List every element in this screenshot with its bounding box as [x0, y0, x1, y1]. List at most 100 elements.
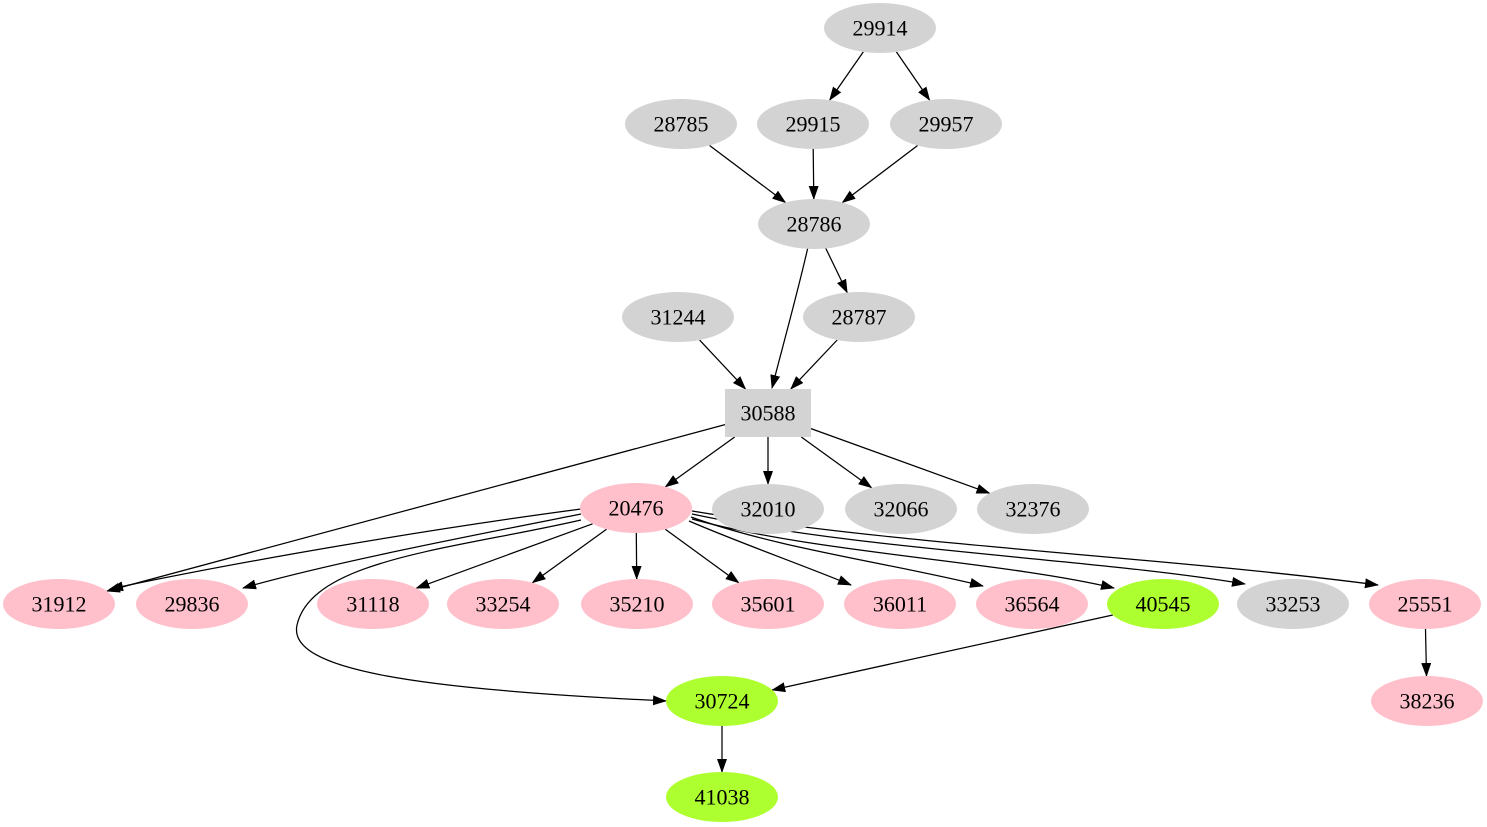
node-shape-ellipse — [844, 579, 956, 629]
graph-node-38236: 38236 — [1371, 676, 1483, 726]
node-shape-ellipse — [1237, 579, 1349, 629]
node-shape-ellipse — [803, 292, 915, 342]
node-label: 31244 — [651, 305, 706, 330]
graph-node-29915: 29915 — [757, 99, 869, 149]
graph-node-29836: 29836 — [136, 579, 248, 629]
node-shape-ellipse — [824, 3, 936, 53]
node-label: 29914 — [853, 16, 908, 41]
graph-node-31244: 31244 — [622, 292, 734, 342]
node-label: 38236 — [1400, 689, 1455, 714]
node-shape-ellipse — [580, 483, 692, 533]
node-label: 29957 — [919, 112, 974, 137]
node-label: 32010 — [741, 497, 796, 522]
graph-node-20476: 20476 — [580, 483, 692, 533]
node-shape-ellipse — [666, 676, 778, 726]
node-label: 30588 — [741, 401, 796, 426]
graph-node-29914: 29914 — [824, 3, 936, 53]
node-label: 33253 — [1266, 592, 1321, 617]
node-shape-ellipse — [622, 292, 734, 342]
node-shape-ellipse — [712, 484, 824, 534]
node-shape-ellipse — [890, 99, 1002, 149]
graph-node-35601: 35601 — [712, 579, 824, 629]
graph-node-35210: 35210 — [581, 579, 693, 629]
node-shape-ellipse — [1107, 579, 1219, 629]
node-shape-ellipse — [136, 579, 248, 629]
edge-28787-30588 — [790, 339, 838, 390]
graph-node-33253: 33253 — [1237, 579, 1349, 629]
edge-20476-30724 — [295, 519, 667, 706]
edge-40545-30724 — [771, 614, 1113, 693]
edge-layer — [105, 51, 1432, 773]
node-label: 41038 — [695, 785, 750, 810]
edge-20476-31118 — [415, 523, 593, 589]
edge-31244-30588 — [699, 339, 747, 390]
node-shape-ellipse — [447, 579, 559, 629]
graph-node-31912: 31912 — [3, 579, 115, 629]
graph-node-32066: 32066 — [845, 484, 957, 534]
edge-20476-36011 — [688, 520, 852, 586]
graph-node-30588: 30588 — [725, 389, 811, 437]
edge-20476-35601 — [664, 528, 740, 584]
edge-30588-32376 — [810, 428, 991, 494]
edge-28785-28786 — [709, 145, 787, 204]
graph-node-40545: 40545 — [1107, 579, 1219, 629]
node-shape-ellipse — [3, 579, 115, 629]
node-shape-ellipse — [1369, 579, 1481, 629]
node-layer: 29914 28785 29915 29957 28786 31244 28787 30588… — [3, 3, 1483, 822]
node-label: 36011 — [873, 592, 927, 617]
node-shape-ellipse — [976, 579, 1088, 629]
node-label: 36564 — [1005, 592, 1060, 617]
node-shape-ellipse — [666, 772, 778, 822]
graph-node-25551: 25551 — [1369, 579, 1481, 629]
graph-node-36564: 36564 — [976, 579, 1088, 629]
edge-20476-31912 — [109, 508, 582, 592]
node-shape-ellipse — [625, 99, 737, 149]
node-label: 28786 — [787, 212, 842, 237]
node-shape-ellipse — [712, 579, 824, 629]
edge-28786-28787 — [825, 248, 848, 294]
edge-30588-31912 — [105, 423, 726, 593]
graph-node-31118: 31118 — [317, 579, 429, 629]
graph-node-32010: 32010 — [712, 484, 824, 534]
edge-20476-29836 — [242, 513, 582, 590]
graph-node-41038: 41038 — [666, 772, 778, 822]
graph-node-28787: 28787 — [803, 292, 915, 342]
edge-30588-32066 — [800, 436, 873, 489]
edge-30588-20476 — [664, 436, 736, 488]
node-label: 29836 — [165, 592, 220, 617]
graph-node-33254: 33254 — [447, 579, 559, 629]
node-label: 28787 — [832, 305, 887, 330]
node-label: 32066 — [874, 497, 929, 522]
node-label: 33254 — [476, 592, 531, 617]
graph-node-30724: 30724 — [666, 676, 778, 726]
node-shape-ellipse — [977, 484, 1089, 534]
node-label: 31912 — [32, 592, 87, 617]
node-shape-box — [725, 389, 811, 437]
node-shape-ellipse — [1371, 676, 1483, 726]
node-shape-ellipse — [581, 579, 693, 629]
graph-node-29957: 29957 — [890, 99, 1002, 149]
node-shape-ellipse — [758, 199, 870, 249]
edge-20476-36564 — [690, 516, 984, 588]
node-label: 29915 — [786, 112, 841, 137]
node-label: 25551 — [1398, 592, 1453, 617]
graph-node-28786: 28786 — [758, 199, 870, 249]
graph-node-28785: 28785 — [625, 99, 737, 149]
edge-20476-33254 — [531, 528, 607, 584]
edge-29914-29915 — [829, 51, 864, 101]
node-label: 32376 — [1006, 497, 1061, 522]
edge-29914-29957 — [895, 51, 931, 101]
edge-29915-28786 — [808, 148, 819, 200]
edge-28786-30588 — [770, 246, 809, 389]
edge-29957-28786 — [841, 145, 918, 204]
node-label: 35601 — [741, 592, 796, 617]
graph-node-36011: 36011 — [844, 579, 956, 629]
node-shape-ellipse — [845, 484, 957, 534]
node-label: 35210 — [610, 592, 665, 617]
node-label: 40545 — [1136, 592, 1191, 617]
node-label: 20476 — [609, 496, 664, 521]
graph-node-32376: 32376 — [977, 484, 1089, 534]
edge-25551-38236 — [1421, 628, 1432, 677]
